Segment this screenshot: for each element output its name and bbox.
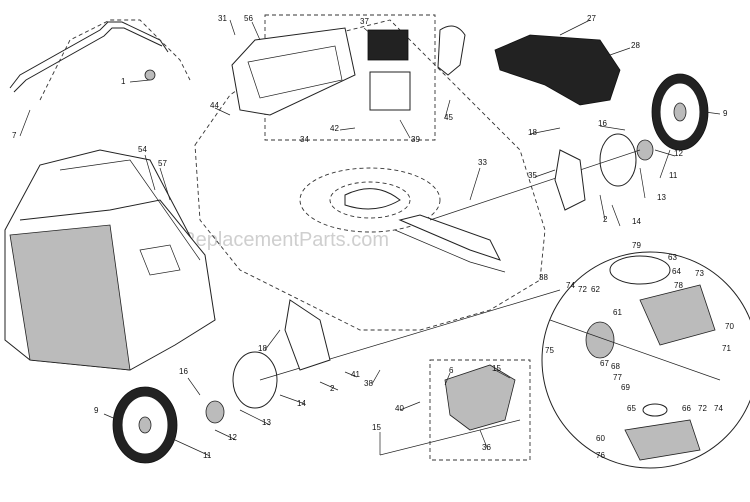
callout-9: 9	[723, 109, 728, 118]
rear-wheel-right	[651, 73, 709, 151]
callout-72: 72	[578, 285, 587, 294]
callout-16: 16	[598, 119, 607, 128]
callout-65: 65	[627, 404, 636, 413]
callout-68: 68	[611, 362, 620, 371]
callout-44: 44	[210, 101, 219, 110]
wheel-adapter-right	[599, 133, 637, 187]
callout-27: 27	[587, 14, 596, 23]
engine-cover	[494, 34, 621, 106]
handle-knob	[144, 69, 156, 81]
callout-34: 34	[300, 135, 309, 144]
callout-2b: 2	[330, 384, 335, 393]
callout-12: 12	[674, 149, 683, 158]
callout-37: 37	[360, 17, 369, 26]
callout-12b: 12	[228, 433, 237, 442]
transmission-detail	[541, 251, 750, 469]
callout-35: 35	[528, 171, 537, 180]
callout-78: 78	[674, 281, 683, 290]
callout-7: 7	[12, 131, 17, 140]
wheel-adapter-left	[232, 351, 278, 409]
height-adjuster-right	[554, 149, 586, 211]
callout-41: 41	[351, 370, 360, 379]
callout-76: 76	[596, 451, 605, 460]
callout-66: 66	[682, 404, 691, 413]
callout-1: 1	[121, 77, 126, 86]
mower-deck	[194, 19, 546, 331]
leader-lines	[19, 19, 721, 457]
callout-28: 28	[631, 41, 640, 50]
callout-70: 70	[725, 322, 734, 331]
gear-right	[636, 139, 654, 161]
callout-61: 61	[613, 308, 622, 317]
callout-64: 64	[672, 267, 681, 276]
callout-67: 67	[600, 359, 609, 368]
grass-bag	[4, 149, 216, 371]
height-adjuster-left	[284, 299, 331, 371]
callout-72b: 72	[698, 404, 707, 413]
callout-57: 57	[158, 159, 167, 168]
callout-38b: 38	[364, 379, 373, 388]
callout-11b: 11	[203, 451, 212, 460]
callout-33: 33	[478, 158, 487, 167]
callout-42: 42	[330, 124, 339, 133]
callout-13b: 13	[262, 418, 271, 427]
callout-79: 79	[632, 241, 641, 250]
handle	[9, 19, 191, 101]
callout-45: 45	[444, 113, 453, 122]
callout-18: 18	[528, 128, 537, 137]
watermark: eReplacementParts.com	[170, 229, 389, 251]
callout-13: 13	[657, 193, 666, 202]
callout-75: 75	[545, 346, 554, 355]
callout-74b: 74	[714, 404, 723, 413]
transmission	[444, 364, 516, 431]
callout-2: 2	[603, 215, 608, 224]
callout-71: 71	[722, 344, 731, 353]
callout-9b: 9	[94, 406, 99, 415]
callout-40: 40	[395, 404, 404, 413]
callout-18b: 18	[258, 344, 267, 353]
callout-74: 74	[566, 281, 575, 290]
gear-left	[205, 400, 225, 424]
callout-54: 54	[138, 145, 147, 154]
front-wheel-left	[112, 386, 178, 464]
callout-63: 63	[668, 253, 677, 262]
callout-14b: 14	[297, 399, 306, 408]
callout-6: 6	[449, 366, 454, 375]
callout-60: 60	[596, 434, 605, 443]
callout-15b: 15	[372, 423, 381, 432]
callout-15: 15	[492, 364, 501, 373]
callout-11: 11	[669, 171, 678, 180]
callout-38: 38	[539, 273, 548, 282]
callout-69: 69	[621, 383, 630, 392]
callout-labels: 1 2 2 6 7 9 9 11 11 12 12 13 13 14 14 15…	[12, 14, 734, 460]
callout-39: 39	[411, 135, 420, 144]
callout-56: 56	[244, 14, 253, 23]
callout-31: 31	[218, 14, 227, 23]
callout-77: 77	[613, 373, 622, 382]
callout-62: 62	[591, 285, 600, 294]
callout-73: 73	[695, 269, 704, 278]
control-panel	[231, 14, 466, 141]
callout-16b: 16	[179, 367, 188, 376]
callout-14: 14	[632, 217, 641, 226]
drive-belt	[394, 214, 506, 273]
